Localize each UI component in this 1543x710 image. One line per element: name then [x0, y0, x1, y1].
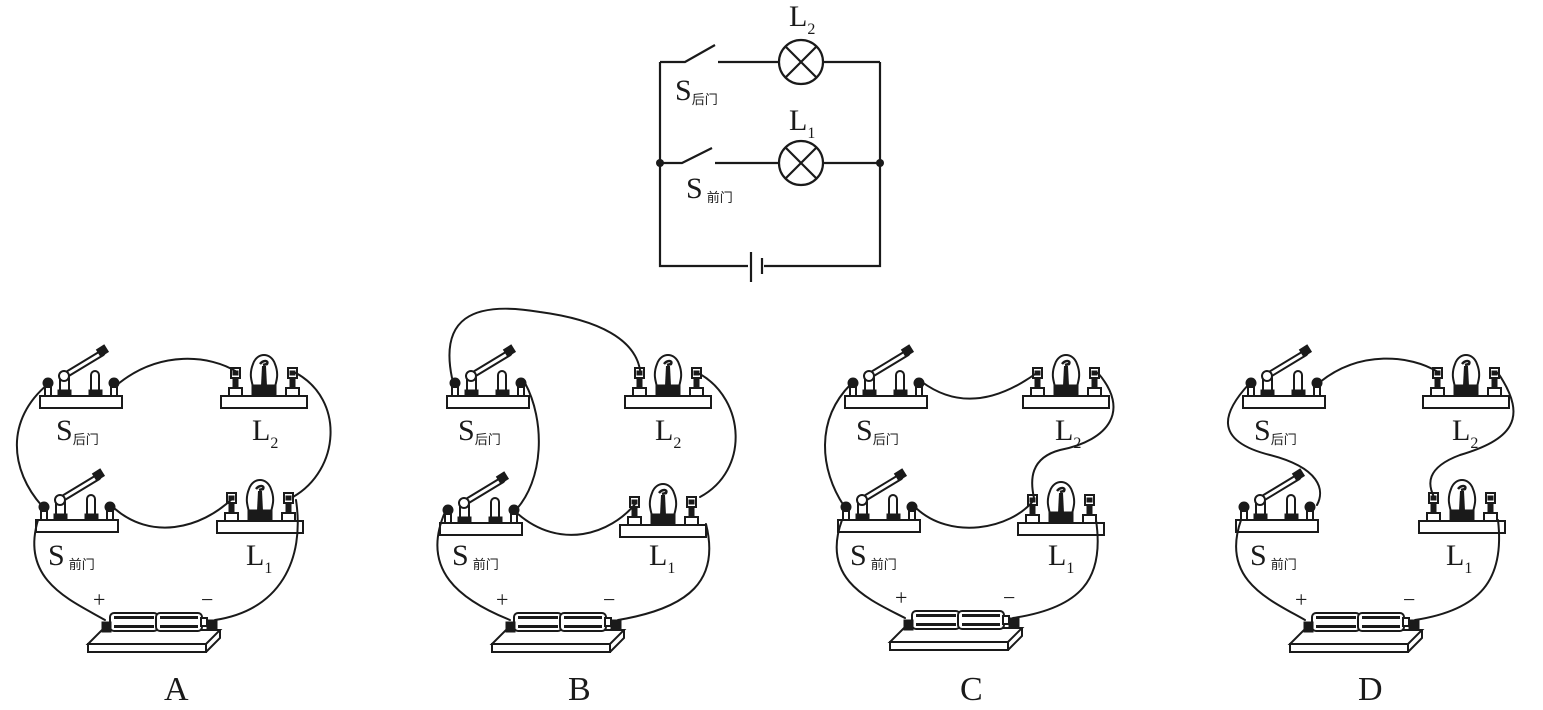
wire	[292, 372, 332, 498]
lamp-l1	[1417, 478, 1507, 535]
front-door-switch	[36, 469, 118, 532]
back-door-switch-label: S后门	[458, 414, 501, 448]
wire	[1429, 372, 1515, 498]
battery-plus-label: +	[1295, 587, 1307, 612]
back-door-switch-label: S后门	[56, 414, 99, 448]
back-door-switch	[845, 345, 927, 408]
wire	[517, 502, 637, 536]
wire	[699, 373, 737, 498]
schematic-wire-right	[764, 62, 882, 268]
wire	[113, 497, 234, 529]
front-door-switch	[1236, 469, 1318, 532]
lamp-l1-label: L1	[246, 539, 272, 577]
wire	[1319, 357, 1439, 383]
battery-minus-label: −	[1403, 587, 1415, 612]
schematic-lamp-l2	[777, 38, 825, 86]
wire	[617, 523, 711, 621]
lamp-l1	[215, 478, 305, 535]
front-door-switch	[440, 472, 522, 535]
option-label: A	[164, 671, 189, 708]
wire	[1414, 519, 1501, 621]
lamp-l2-label: L2	[655, 414, 681, 452]
lamp-l2-label: L2	[1452, 414, 1478, 452]
battery-holder	[889, 610, 1023, 651]
battery-minus-label: −	[1003, 585, 1015, 610]
back-door-switch-label: S后门	[856, 414, 899, 448]
wire	[835, 519, 906, 619]
lamp-l1	[1016, 480, 1106, 537]
lamp-l1-label: L1	[1446, 539, 1472, 577]
wire	[16, 383, 49, 507]
option-label: B	[568, 671, 591, 708]
wire	[1227, 383, 1321, 506]
battery-holder	[1289, 612, 1423, 653]
battery-plus-label: +	[895, 585, 907, 610]
battery-minus-label: −	[603, 587, 615, 612]
wire	[1012, 519, 1099, 619]
wire	[1235, 519, 1306, 621]
option-label: D	[1358, 671, 1383, 708]
schematic-top-branch-wire-a	[660, 44, 716, 64]
back-door-switch-label: S后门	[1254, 414, 1297, 448]
battery-plus-label: +	[93, 587, 105, 612]
back-door-switch	[447, 345, 529, 408]
schematic-lamp-l1	[777, 139, 825, 187]
schematic-bottom-branch-wire-a	[660, 147, 713, 165]
battery-holder	[87, 612, 221, 653]
schematic-l1-label: L1	[789, 104, 815, 142]
lamp-l2	[219, 353, 309, 410]
wire	[921, 371, 1039, 400]
schematic-back-switch-label: S后门	[675, 74, 718, 108]
wire	[436, 511, 511, 621]
lamp-l1-label: L1	[1048, 539, 1074, 577]
lamp-l1-label: L1	[649, 539, 675, 577]
wire	[513, 382, 540, 513]
back-door-switch	[40, 345, 122, 408]
wire	[214, 499, 299, 621]
lamp-l1	[618, 482, 708, 539]
lamp-l2	[1421, 353, 1511, 410]
wire	[448, 307, 641, 379]
schematic-junction-left	[656, 159, 664, 167]
wire	[915, 499, 1035, 529]
back-door-switch	[1243, 345, 1325, 408]
option-label: C	[960, 671, 983, 708]
lamp-l2	[1021, 353, 1111, 410]
schematic-l2-label: L2	[789, 0, 815, 38]
wire	[1031, 372, 1115, 499]
wire	[33, 519, 106, 621]
battery-plus-label: +	[496, 587, 508, 612]
wire	[117, 357, 238, 385]
lamp-l2-label: L2	[252, 414, 278, 452]
schematic-wire-left	[658, 62, 748, 268]
battery-minus-label: −	[201, 587, 213, 612]
front-door-switch	[838, 469, 920, 532]
schematic-junction-right	[876, 159, 884, 167]
lamp-l2-label: L2	[1055, 414, 1081, 452]
wire	[824, 383, 852, 507]
battery-holder	[491, 612, 625, 653]
